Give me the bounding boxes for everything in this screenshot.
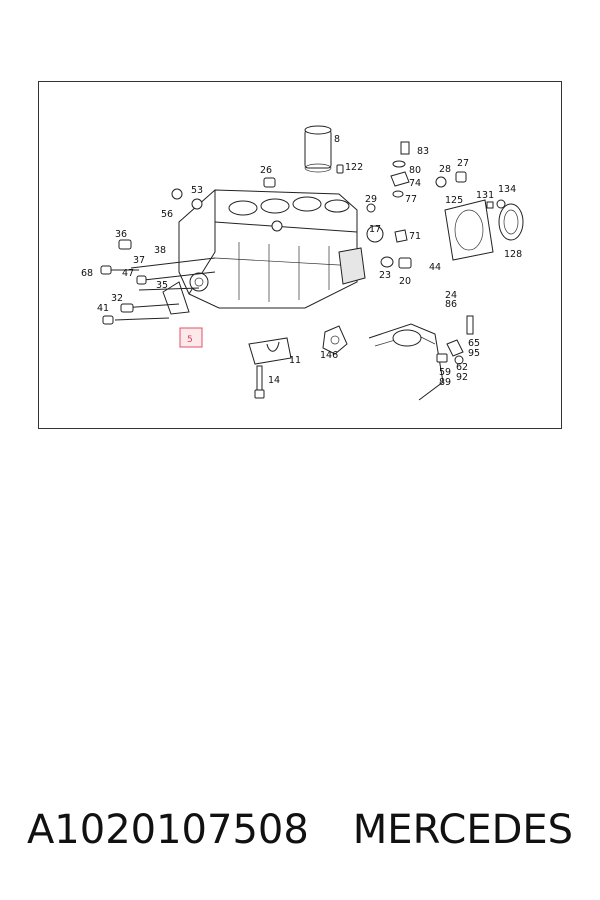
callout-122: 122 bbox=[345, 162, 363, 173]
callout-23: 23 bbox=[379, 270, 391, 281]
callout-53: 53 bbox=[191, 185, 203, 196]
callout-29: 29 bbox=[365, 194, 377, 205]
callout-11: 11 bbox=[289, 355, 301, 366]
callout-36: 36 bbox=[115, 229, 127, 240]
callout-28: 28 bbox=[439, 164, 451, 175]
parts-diagram-frame: 8 122 26 83 80 74 77 28 27 125 131 134 1… bbox=[38, 81, 562, 429]
plug-part bbox=[455, 171, 467, 183]
callout-86: 86 bbox=[445, 299, 457, 310]
callout-14: 14 bbox=[268, 375, 280, 386]
cover-plate-part bbox=[322, 325, 348, 355]
plug-part bbox=[263, 177, 276, 188]
callout-146: 146 bbox=[320, 350, 338, 361]
callout-77: 77 bbox=[405, 194, 417, 205]
bearing-cap-detail bbox=[266, 341, 280, 352]
pin-part bbox=[336, 164, 344, 174]
callout-26: 26 bbox=[260, 165, 272, 176]
brand-name: MERCEDES bbox=[352, 807, 574, 853]
bolt-part bbox=[254, 365, 265, 399]
callout-41: 41 bbox=[97, 303, 109, 314]
callout-37: 37 bbox=[133, 255, 145, 266]
callout-68: 68 bbox=[81, 268, 93, 279]
callout-128: 128 bbox=[504, 249, 522, 260]
plug-part bbox=[191, 198, 203, 210]
plug-part bbox=[398, 257, 412, 269]
rear-cover-part bbox=[444, 199, 524, 261]
callout-92: 92 bbox=[456, 372, 468, 383]
callout-24: 24 bbox=[445, 290, 457, 301]
callout-65: 65 bbox=[468, 338, 480, 349]
callout-71: 71 bbox=[409, 231, 421, 242]
callout-8: 8 bbox=[334, 134, 340, 145]
cap-part bbox=[394, 229, 408, 243]
callout-95: 95 bbox=[468, 348, 480, 359]
callout-131: 131 bbox=[476, 190, 494, 201]
callout-44: 44 bbox=[429, 262, 441, 273]
plug-part bbox=[435, 176, 447, 188]
highlighted-callout-label: 5 bbox=[187, 335, 193, 345]
highlighted-callout-5[interactable]: 5 bbox=[179, 327, 203, 348]
callout-59: 59 bbox=[439, 367, 451, 378]
engine-block-exploded-diagram: 8 122 26 83 80 74 77 28 27 125 131 134 1… bbox=[81, 125, 524, 401]
part-number: A1020107508 bbox=[26, 807, 309, 853]
callout-89: 89 bbox=[439, 377, 451, 388]
bolts-left-part bbox=[100, 239, 216, 325]
callout-134: 134 bbox=[498, 184, 516, 195]
callout-47: 47 bbox=[122, 268, 134, 279]
callout-62: 62 bbox=[456, 362, 468, 373]
callout-32: 32 bbox=[111, 293, 123, 304]
callout-38: 38 bbox=[154, 245, 166, 256]
washer-part bbox=[380, 256, 394, 268]
timing-housing-part bbox=[368, 315, 474, 401]
cylinder-liner-part bbox=[304, 125, 332, 173]
callout-74: 74 bbox=[409, 178, 421, 189]
callout-27: 27 bbox=[457, 158, 469, 169]
callout-17: 17 bbox=[369, 224, 381, 235]
callout-83: 83 bbox=[417, 146, 429, 157]
seal-part bbox=[366, 225, 384, 243]
callout-35: 35 bbox=[156, 280, 168, 291]
part-caption: A1020107508 MERCEDES bbox=[0, 800, 600, 860]
callout-56: 56 bbox=[161, 209, 173, 220]
plug-part bbox=[171, 188, 183, 200]
callout-125: 125 bbox=[445, 195, 463, 206]
callout-20: 20 bbox=[399, 276, 411, 287]
callout-80: 80 bbox=[409, 165, 421, 176]
engine-block-part bbox=[162, 189, 366, 315]
sensor-parts bbox=[366, 141, 410, 213]
